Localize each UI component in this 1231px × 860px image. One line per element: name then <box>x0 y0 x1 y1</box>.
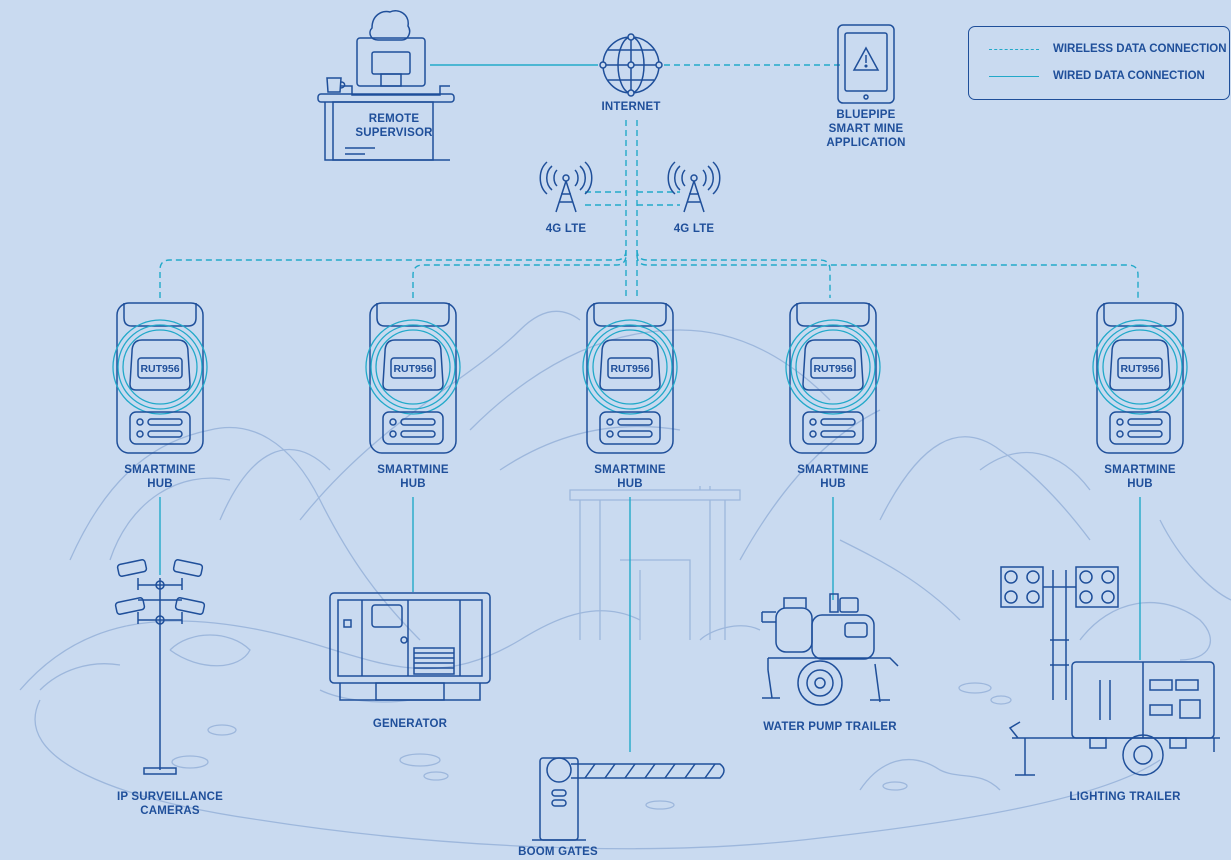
hub-case-outline <box>789 302 877 454</box>
hub-case-outline <box>116 302 204 454</box>
router-icon <box>802 339 864 391</box>
hub-device-label: RUT956 <box>813 363 852 375</box>
landscape-background <box>19 310 1231 850</box>
signal-rings <box>785 319 881 415</box>
hub-case-icon: RUT956 <box>365 302 461 454</box>
hub-case-outline <box>369 302 457 454</box>
tablet-icon <box>837 24 895 104</box>
legend-wired-label: WIRED DATA CONNECTION <box>1053 70 1205 82</box>
hub-label: SMARTMINE HUB <box>1104 464 1176 490</box>
water-pump-label: WATER PUMP TRAILER <box>763 721 897 733</box>
legend-wireless-label: WIRELESS DATA CONNECTION <box>1053 43 1227 55</box>
hub-label: SMARTMINE HUB <box>124 464 196 490</box>
hub-case-outline <box>586 302 674 454</box>
internet-label: INTERNET <box>601 101 661 113</box>
hub-panel <box>382 411 444 445</box>
signal-rings <box>365 319 461 415</box>
wired-connections <box>159 64 1141 752</box>
signal-rings <box>112 319 208 415</box>
surveillance-camera-icon <box>114 559 206 775</box>
hub-case-icon: RUT956 <box>1092 302 1188 454</box>
globe-icon <box>599 33 663 97</box>
hub-panel <box>1109 411 1171 445</box>
generator-icon <box>329 592 491 701</box>
boom-gate-icon <box>532 757 725 841</box>
supervisor-desk-icon <box>317 10 455 161</box>
lighting-trailer-label: LIGHTING TRAILER <box>1069 791 1181 803</box>
hub-panel <box>802 411 864 445</box>
dashed-line-swatch <box>989 48 1039 50</box>
hubs-layer: RUT956 RUT956 RUT956 RUT956 RUT956 <box>112 302 1188 454</box>
hub-distribution-bus <box>159 249 627 298</box>
signal-rings <box>582 319 678 415</box>
signal-rings <box>1092 319 1188 415</box>
hub-label: SMARTMINE HUB <box>377 464 449 490</box>
app-label: BLUEPIPE SMART MINE APPLICATION <box>826 109 906 149</box>
legend: WIRELESS DATA CONNECTION WIRED DATA CONN… <box>968 26 1230 100</box>
lte-right-label: 4G LTE <box>673 223 715 235</box>
router-icon <box>1109 339 1171 391</box>
hub-device-label: RUT956 <box>1120 363 1159 375</box>
solid-line-swatch <box>989 75 1039 77</box>
hub-case-icon: RUT956 <box>785 302 881 454</box>
lte-left-label: 4G LTE <box>545 223 587 235</box>
hub-device-label: RUT956 <box>610 363 649 375</box>
hub-case-outline <box>1096 302 1184 454</box>
lte-tower-icon <box>539 161 593 213</box>
remote-supervisor-label: REMOTE SUPERVISOR <box>355 113 433 139</box>
hub-label: SMARTMINE HUB <box>797 464 869 490</box>
legend-item-wireless: WIRELESS DATA CONNECTION <box>989 39 1227 59</box>
hub-panel <box>129 411 191 445</box>
hub-label: SMARTMINE HUB <box>594 464 666 490</box>
router-icon <box>382 339 444 391</box>
hub-case-icon: RUT956 <box>112 302 208 454</box>
water-pump-trailer-icon <box>761 593 899 706</box>
legend-item-wired: WIRED DATA CONNECTION <box>989 66 1205 86</box>
router-icon <box>599 339 661 391</box>
lighting-trailer-icon <box>1000 566 1220 776</box>
hub-case-icon: RUT956 <box>582 302 678 454</box>
hub-device-label: RUT956 <box>393 363 432 375</box>
generator-label: GENERATOR <box>372 718 448 730</box>
hub-device-label: RUT956 <box>140 363 179 375</box>
router-icon <box>129 339 191 391</box>
cameras-label: IP SURVEILLANCE CAMERAS <box>116 791 224 817</box>
boom-gates-label: BOOM GATES <box>518 846 598 858</box>
hub-panel <box>599 411 661 445</box>
lte-tower-icon <box>667 161 721 213</box>
